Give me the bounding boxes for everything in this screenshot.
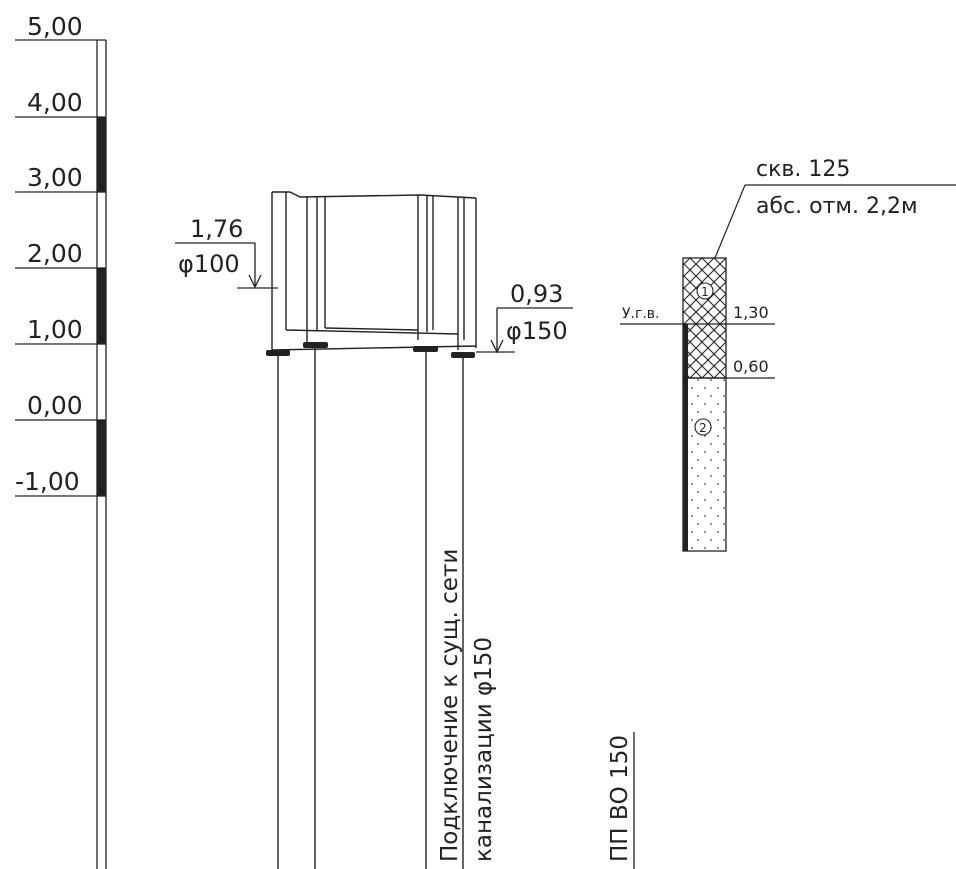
flange: [266, 350, 290, 356]
level-arrow-icon: [248, 274, 262, 289]
borehole-abs-mark: абс. отм. 2,2м: [756, 194, 918, 219]
flange: [451, 352, 475, 358]
pipe-left-elevation: 1,76: [190, 215, 243, 243]
flange: [303, 342, 328, 348]
borehole-depth-1: 1,30: [733, 303, 769, 322]
pp-note: ПП ВО 150: [607, 732, 635, 869]
soil-layer-1: [682, 257, 727, 379]
borehole-column: скв. 125 абс. отм. 2,2м 1 2 У.г.в. 1,30 …: [620, 157, 956, 552]
borehole-depth-2: 0,60: [733, 357, 769, 376]
pp-label: ПП ВО 150: [607, 735, 633, 862]
pipe-left-annotation: 1,76 φ100: [175, 215, 278, 289]
pipe-right-diameter: φ150: [506, 317, 568, 345]
scale-label-1: 1,00: [27, 315, 83, 344]
scale-black-segment: [97, 117, 106, 192]
layer-marker-1: [696, 282, 714, 300]
scale-label-2: 2,00: [27, 239, 83, 268]
gwl-label: У.г.в.: [622, 306, 660, 322]
pipe-right-annotation: 0,93 φ150: [476, 280, 573, 354]
scale-label-3: 3,00: [27, 163, 83, 192]
scale-label-minus1: -1,00: [15, 467, 80, 496]
layer-marker-2: [694, 418, 712, 436]
scale-label-5: 5,00: [27, 12, 83, 41]
connection-note-line1: Подключение к сущ. сети: [437, 549, 463, 862]
scale-label-4: 4,00: [27, 88, 83, 117]
layer-number-1: 1: [701, 285, 709, 299]
water-marker: [683, 324, 688, 551]
flange: [413, 346, 438, 352]
scale-black-segment: [97, 420, 106, 496]
scale-label-0: 0,00: [27, 391, 83, 420]
pipe-left-diameter: φ100: [178, 250, 240, 278]
scale-black-segment: [97, 268, 106, 344]
flanges: [266, 342, 475, 358]
pipe-right-elevation: 0,93: [510, 280, 563, 308]
soil-layer-2: [682, 377, 727, 552]
borehole-title: скв. 125: [756, 157, 850, 182]
pipe-structure: [271, 191, 477, 869]
elevation-scale: 5,00 4,00 3,00 2,00 1,00 0,00 -1,00: [15, 12, 107, 869]
layer-number-2: 2: [699, 421, 707, 435]
break-line: [272, 191, 477, 199]
connection-note: Подключение к сущ. сети канализации φ150: [437, 549, 497, 862]
connection-note-line2: канализации φ150: [471, 637, 497, 862]
